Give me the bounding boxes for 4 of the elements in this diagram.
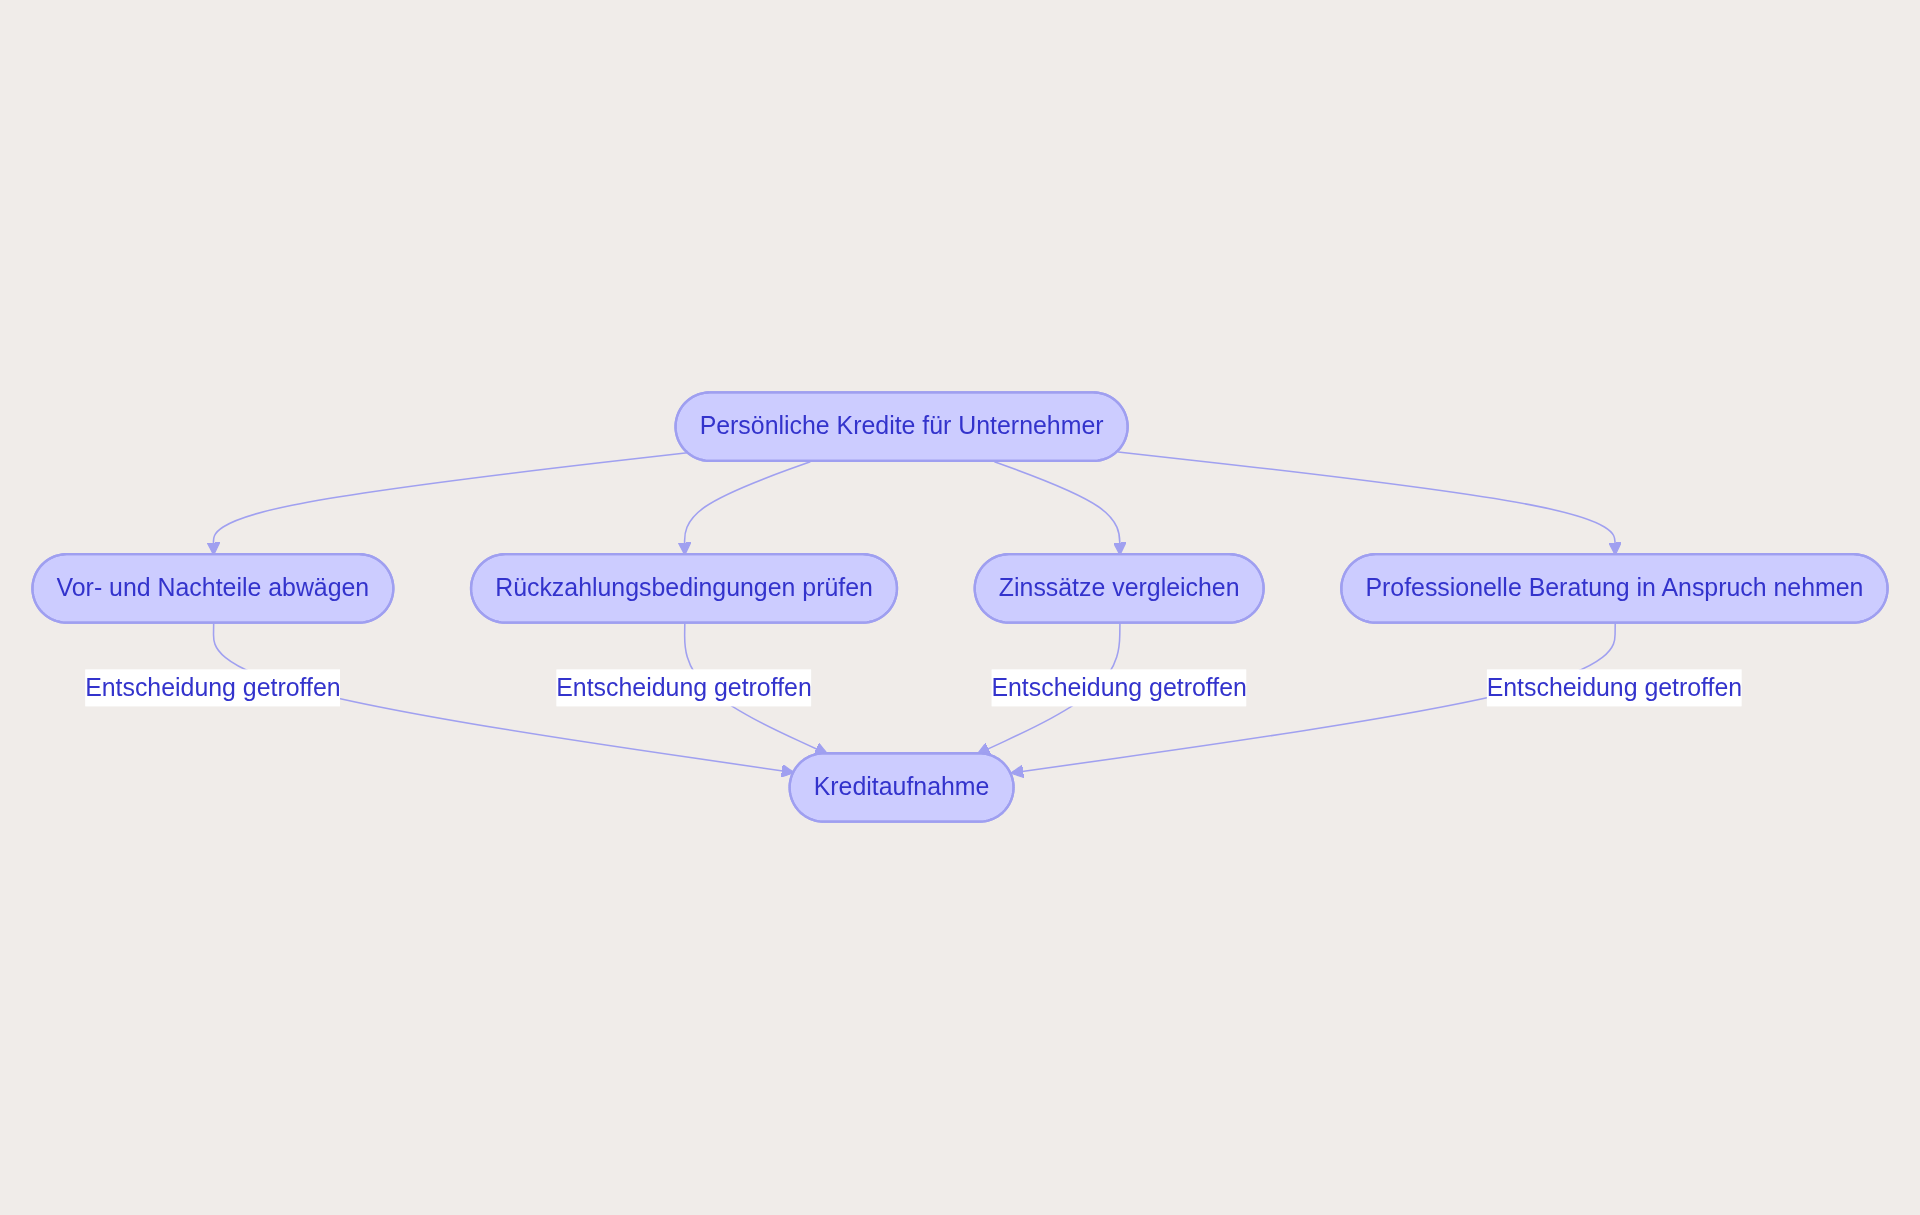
edge-label: Entscheidung getroffen (556, 674, 812, 701)
edge-label: Entscheidung getroffen (991, 674, 1247, 701)
edge-label: Entscheidung getroffen (1486, 674, 1743, 701)
edge-label: Entscheidung getroffen (85, 674, 341, 701)
